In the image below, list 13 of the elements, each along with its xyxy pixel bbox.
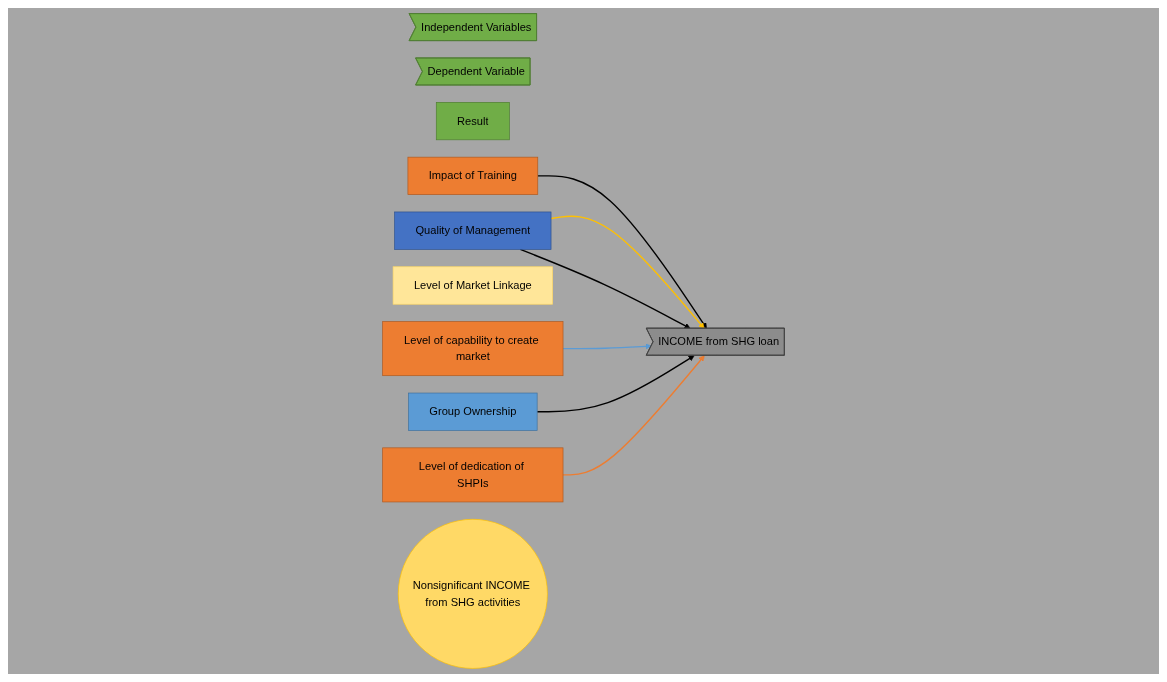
- arrow: [536, 355, 695, 413]
- arrow: [562, 355, 705, 476]
- arrow: [537, 175, 707, 329]
- node-box: Impact of Training: [407, 156, 539, 195]
- node-box: Level of Market Linkage: [392, 266, 553, 305]
- node-circle: Nonsignificant INCOME from SHG activities: [397, 518, 548, 669]
- node-box: Group Ownership: [408, 392, 538, 431]
- node-box: Level of dedication of SHPIs: [382, 447, 564, 503]
- node-box: Result: [435, 102, 510, 141]
- arrow: [562, 343, 652, 350]
- arrow: [550, 215, 705, 329]
- node-box: Quality of Management: [394, 211, 552, 250]
- node-box: Level of capability to create market: [382, 321, 564, 377]
